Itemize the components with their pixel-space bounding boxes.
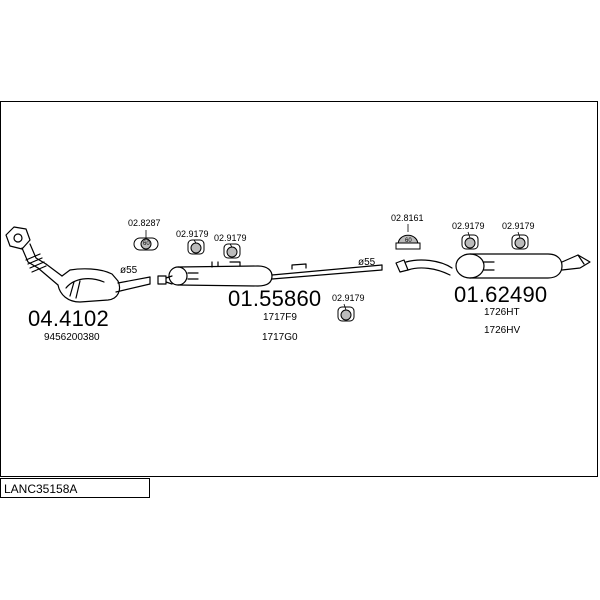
fitting-code: 02.9179 [176, 229, 209, 239]
clamp-icon [395, 234, 421, 250]
fitting-code: 02.8161 [391, 213, 424, 223]
hanger-ring-icon [223, 243, 241, 259]
clamp-icon [133, 237, 159, 251]
rear-silencer-part [395, 253, 591, 279]
drawing-code: LANC35158A [4, 482, 78, 496]
part-number-catalyst: 04.4102 [28, 306, 109, 331]
fitting-code: 02.9179 [452, 221, 485, 231]
hanger-ring-icon [187, 239, 205, 255]
pipe-diameter-label: ø55 [358, 257, 376, 268]
fitting-code: 02.9179 [332, 293, 365, 303]
part-ref: 1717F9 [263, 312, 297, 323]
part-ref: 9456200380 [44, 332, 100, 343]
pipe-diameter-label: ø55 [120, 265, 138, 276]
front-pipe-catalyst-part [5, 226, 151, 303]
fitting-badge: 60 [405, 238, 412, 244]
fitting-badge: 60 [143, 241, 150, 247]
part-ref: 1726HT [484, 307, 520, 318]
part-ref: 1717G0 [262, 332, 298, 343]
diagram-frame [0, 101, 598, 477]
fitting-code: 02.8287 [128, 218, 161, 228]
drawing-code-box: LANC35158A [0, 478, 150, 498]
fitting-code: 02.9179 [502, 221, 535, 231]
fitting-code: 02.9179 [214, 233, 247, 243]
middle-silencer-part [157, 261, 383, 287]
part-ref: 1726HV [484, 325, 521, 336]
part-number-rear-silencer: 01.62490 [454, 282, 548, 307]
part-number-middle-silencer: 01.55860 [228, 286, 322, 311]
